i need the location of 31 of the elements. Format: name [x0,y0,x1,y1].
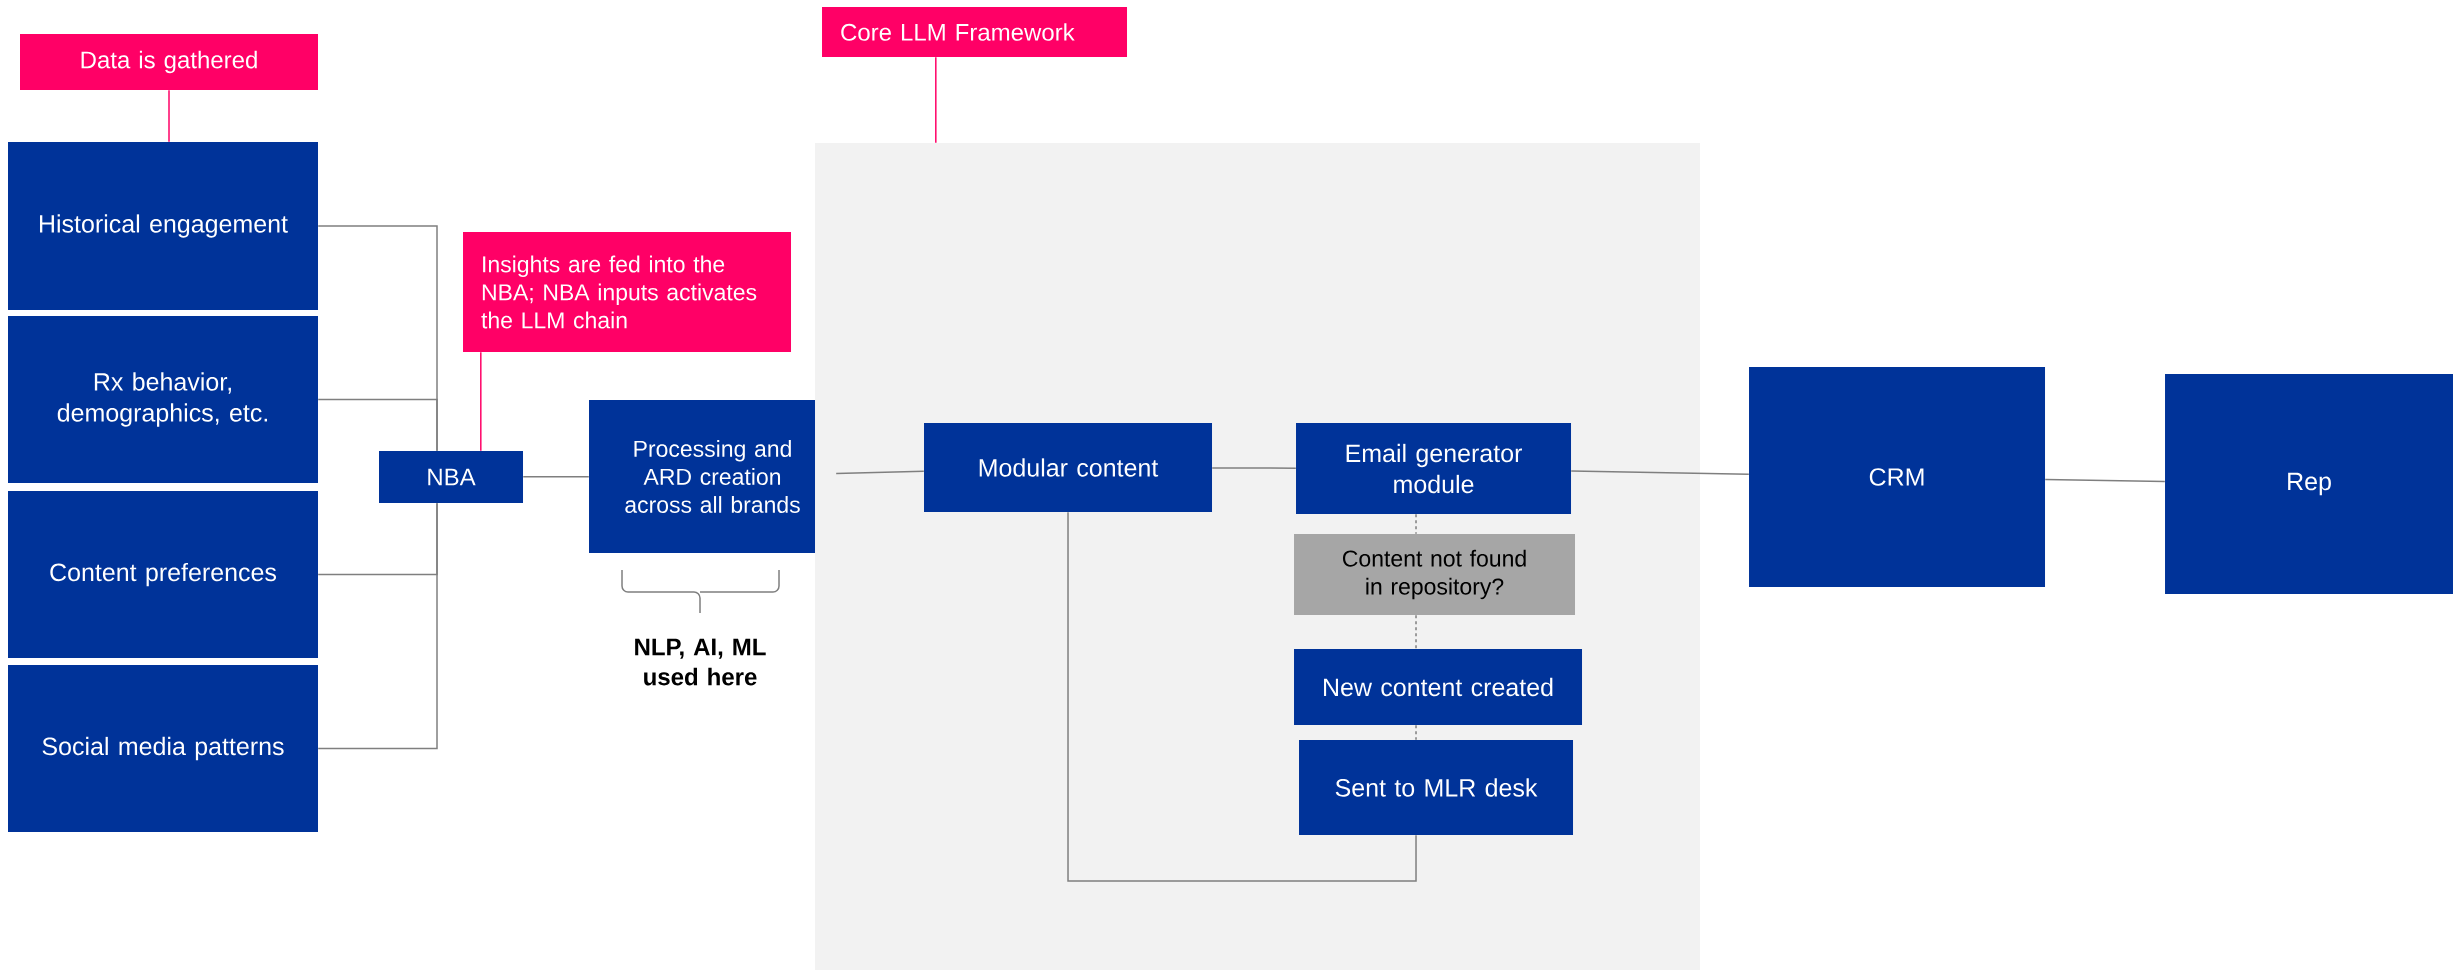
process-box: Rx behavior, demographics, etc. [8,316,318,483]
process-box: CRM [1749,367,2045,587]
process-box: Social media patterns [8,665,318,832]
callout-box: Core LLM Framework [822,7,1127,57]
connector-line [1067,511,1417,882]
connector-line [1211,467,1297,469]
callout-box: Data is gathered [20,34,318,90]
process-box: New content created [1294,649,1582,725]
leader-line [168,89,170,143]
connector-line [317,502,438,750]
callout-box: Insights are fed into the NBA; NBA inputs activates the LLM chain [463,232,791,352]
connector-line [835,470,925,475]
process-box: Processing and ARD creation across all brands [589,400,836,553]
question-box: Content not found in repository? [1294,534,1575,615]
connector-line [1415,724,1417,741]
process-box: Modular content [924,423,1212,512]
process-box: Rep [2165,374,2453,594]
leader-line [935,56,937,144]
connector-line [1415,614,1417,650]
leader-line [480,351,482,452]
process-box: Historical engagement [8,142,318,310]
process-box: Content preferences [8,491,318,658]
annotation-text: NLP, AI, ML used here [635,638,766,686]
connector-line [1415,513,1417,535]
connector-line [1570,470,1750,476]
connector-line [317,398,438,452]
process-box: Sent to MLR desk [1299,740,1573,835]
connector-line [2044,478,2166,483]
process-box: NBA [379,451,523,503]
process-box: Email generator module [1296,423,1571,514]
connector-line [522,476,590,478]
